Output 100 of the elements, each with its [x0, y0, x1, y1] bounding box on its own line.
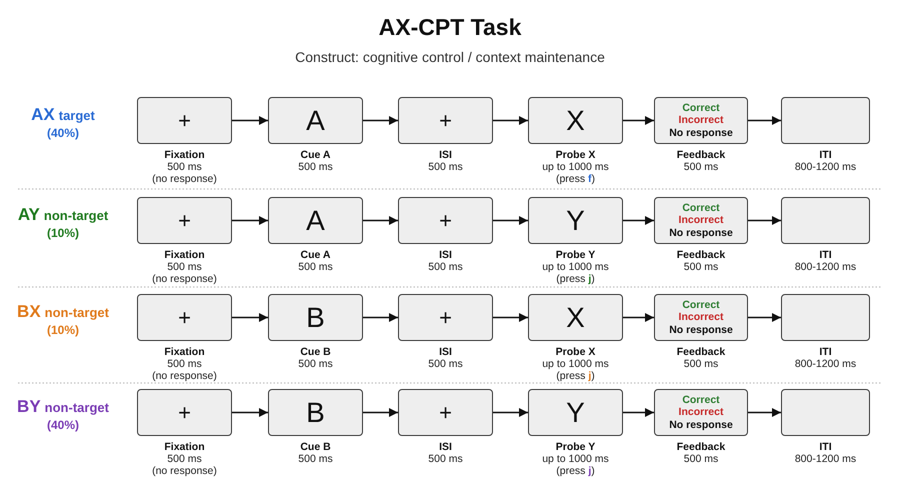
condition-type: target	[58, 107, 95, 125]
step-detail: (no response)	[152, 465, 217, 477]
step-detail: (no response)	[152, 173, 217, 185]
arrow	[748, 408, 781, 417]
condition-type: non-target	[44, 399, 109, 417]
step-name: ITI	[819, 249, 832, 261]
step-name: Cue B	[300, 346, 331, 358]
condition-type: non-target	[44, 207, 108, 225]
step-detail: 500 ms	[167, 453, 202, 465]
fixation-cross: +	[178, 402, 191, 424]
step-detail: 500 ms	[167, 358, 202, 370]
condition-code: BX	[17, 301, 41, 323]
feedback-text: No response	[669, 126, 733, 140]
fixation-cross: +	[439, 306, 452, 328]
stimulus-screen	[528, 197, 623, 244]
step-name: Feedback	[676, 346, 726, 358]
stimulus-screen	[781, 389, 870, 436]
step-detail: 500 ms	[167, 261, 202, 273]
feedback-screen	[654, 294, 748, 341]
step-name: ISI	[439, 346, 452, 358]
subtitle: Construct: cognitive control / context maintenance	[295, 48, 605, 66]
fixation-cross: +	[439, 110, 452, 132]
feedback-text: Incorrect	[678, 114, 724, 127]
condition-type: non-target	[44, 304, 109, 322]
feedback-screen	[654, 389, 748, 436]
feedback-screen	[654, 97, 748, 144]
step-name: Feedback	[676, 249, 726, 261]
step-detail: (press j)	[556, 465, 595, 477]
stimulus-letter: X	[566, 304, 585, 332]
stimulus-screen	[398, 389, 493, 436]
stimulus-letter: A	[306, 106, 325, 134]
feedback-text: No response	[669, 324, 733, 336]
stimulus-screen	[528, 389, 623, 436]
arrow	[623, 408, 654, 417]
step-name: ISI	[439, 249, 452, 261]
arrow	[748, 116, 781, 125]
trial-percentage: (40%)	[46, 417, 79, 433]
arrow	[363, 216, 398, 225]
condition-code: AX	[31, 104, 55, 126]
fixation-cross: +	[178, 306, 191, 328]
arrow	[493, 408, 528, 417]
arrow	[748, 216, 781, 225]
arrow	[363, 408, 398, 417]
feedback-text: Correct	[682, 202, 720, 214]
stimulus-screen	[398, 294, 493, 341]
stimulus-screen	[398, 97, 493, 144]
stimulus-letter: B	[306, 304, 325, 332]
trial-percentage: (40%)	[46, 125, 79, 141]
stimulus-screen	[137, 294, 232, 341]
stimulus-screen	[137, 97, 232, 144]
arrow	[493, 313, 528, 322]
step-detail: (press j)	[556, 273, 595, 285]
arrow	[363, 313, 398, 322]
fixation-cross: +	[178, 110, 191, 132]
arrow	[493, 216, 528, 225]
step-name: Cue A	[300, 249, 330, 261]
feedback-text: Correct	[682, 102, 720, 114]
arrow	[623, 116, 654, 125]
title: AX-CPT Task	[378, 13, 522, 42]
step-name: ISI	[439, 441, 452, 453]
stimulus-screen	[781, 294, 870, 341]
step-name: Feedback	[676, 149, 726, 161]
step-detail: 500 ms	[167, 161, 202, 173]
fixation-cross: +	[178, 210, 191, 232]
step-name: Fixation	[164, 149, 205, 161]
condition-code: AY	[18, 204, 40, 226]
stimulus-letter: B	[306, 398, 325, 426]
stimulus-screen	[528, 294, 623, 341]
step-detail: 500 ms	[684, 161, 718, 173]
stimulus-screen	[528, 97, 623, 144]
arrow	[232, 408, 268, 417]
feedback-text: No response	[669, 418, 733, 432]
step-detail: 500 ms	[298, 261, 333, 273]
stimulus-screen	[268, 294, 363, 341]
fixation-cross: +	[439, 402, 452, 424]
stimulus-screen	[268, 197, 363, 244]
arrow	[363, 116, 398, 125]
step-name: ITI	[819, 149, 832, 161]
arrow	[232, 116, 268, 125]
step-detail: 500 ms	[298, 453, 333, 465]
step-name: Fixation	[164, 441, 205, 453]
step-name: Cue B	[300, 441, 331, 453]
stimulus-letter: Y	[566, 206, 585, 234]
step-name: Cue A	[300, 149, 330, 161]
stimulus-screen	[781, 97, 870, 144]
arrow	[623, 313, 654, 322]
step-detail: (press f)	[556, 173, 596, 185]
feedback-screen	[654, 197, 748, 244]
stimulus-screen	[137, 389, 232, 436]
step-name: Fixation	[164, 249, 205, 261]
step-detail: up to 1000 ms	[542, 261, 609, 273]
step-detail: (press j)	[556, 370, 595, 382]
arrow	[493, 116, 528, 125]
step-name: ITI	[819, 346, 832, 358]
step-name: Fixation	[164, 346, 205, 358]
step-detail: 500 ms	[298, 161, 333, 173]
feedback-text: No response	[669, 226, 733, 240]
trial-percentage: (10%)	[46, 322, 79, 338]
step-detail: 500 ms	[428, 453, 463, 465]
step-detail: 500 ms	[428, 261, 463, 273]
